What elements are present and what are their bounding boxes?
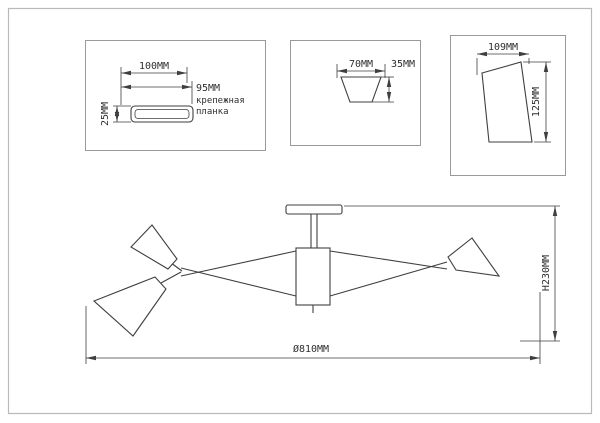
mount-plate-outline [130,105,194,123]
detail-box-cup: 70MM 35MM [290,40,421,146]
dim-shade-width: 109MM [476,42,530,75]
ceiling-mount-plate [285,204,343,215]
detail-box-1-border [85,40,266,151]
detail-box-2-border [290,40,421,146]
lampshade-left-upper [130,224,183,272]
dim-label-125mm: 125MM [531,87,542,117]
dim-label-25mm: 25MM [100,102,111,126]
detail-box-mount-plate: 100MM 95MM крепежная планка 25MM [85,40,266,151]
central-body [295,247,331,306]
dim-plate-height: 25MM [100,102,131,126]
sheet-border [7,7,593,415]
dim-shade-height: 125MM [523,61,551,143]
mount-plate-inner-outline [134,109,190,119]
shade-outline [481,61,533,143]
dim-cup-width: 70MM [336,59,386,78]
chandelier-main-view: Ø810MM H230MM [85,204,560,364]
dim-label-diameter: Ø810MM [293,343,329,355]
dim-plate-width-outer: 100MM [120,61,188,105]
chandelier-arms [180,250,448,297]
dim-label-100mm: 100MM [139,61,169,72]
dim-label-height: H230MM [541,255,552,291]
dim-label-109mm: 109MM [488,42,518,53]
dim-cup-height: 35MM [372,59,415,103]
mount-plate-note-line1: крепежная [196,96,245,106]
dim-label-35mm: 35MM [391,59,415,70]
cup-outline [340,76,382,103]
mount-plate-note-line2: планка [196,107,229,117]
ceiling-stem [310,214,318,248]
dim-label-70mm: 70MM [349,59,373,70]
dim-diameter: Ø810MM [85,292,541,364]
lampshade-right [447,237,501,277]
dim-label-95mm: 95MM [196,83,220,94]
detail-box-shade: 109MM 125MM [450,35,566,176]
dim-plate-width-inner: 95MM [121,81,220,104]
dim-height: H230MM [344,205,560,342]
lampshade-left-lower [92,271,182,337]
detail-box-3-border [450,35,566,176]
